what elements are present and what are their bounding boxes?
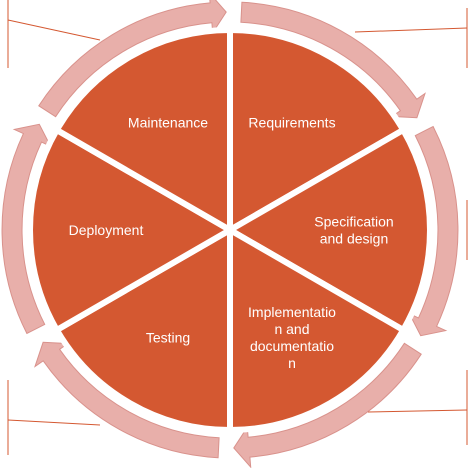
segment-label: Requirements (248, 115, 335, 131)
cycle-arrow (240, 1, 426, 119)
connector-line (7, 419, 101, 426)
cycle-arrow (408, 125, 459, 337)
segment-1 (227, 27, 407, 233)
segment-label-line: Specification (314, 214, 393, 230)
connector-line (7, 19, 101, 41)
segment-label: Testing (146, 329, 190, 345)
cycle-arrows (1, 0, 459, 468)
connector-line (354, 27, 468, 33)
segment-label: Deployment (69, 222, 144, 238)
segment-label-line: documentatio (250, 338, 334, 354)
segment-label-line: and design (320, 231, 389, 247)
cycle-segments (27, 27, 433, 433)
segment-3 (227, 227, 407, 433)
cycle-arrow (38, 0, 227, 118)
segment-6 (53, 27, 233, 233)
segment-label-line: Testing (146, 329, 190, 345)
segment-label: Maintenance (128, 115, 208, 131)
segment-label-line: Implementatio (248, 304, 336, 320)
segment-label-line: Deployment (69, 222, 144, 238)
cycle-arrow (1, 123, 52, 335)
connector-lines (7, 0, 468, 455)
segment-4 (53, 227, 233, 433)
segment-5 (27, 127, 233, 333)
segment-label-line: Requirements (248, 115, 335, 131)
cycle-arrow (34, 341, 220, 459)
segment-2 (227, 127, 433, 333)
cycle-arrow (233, 342, 422, 468)
segment-label-line: n (288, 355, 296, 371)
segment-label-line: n and (274, 321, 309, 337)
connector-line (367, 409, 468, 413)
segment-label-line: Maintenance (128, 115, 208, 131)
